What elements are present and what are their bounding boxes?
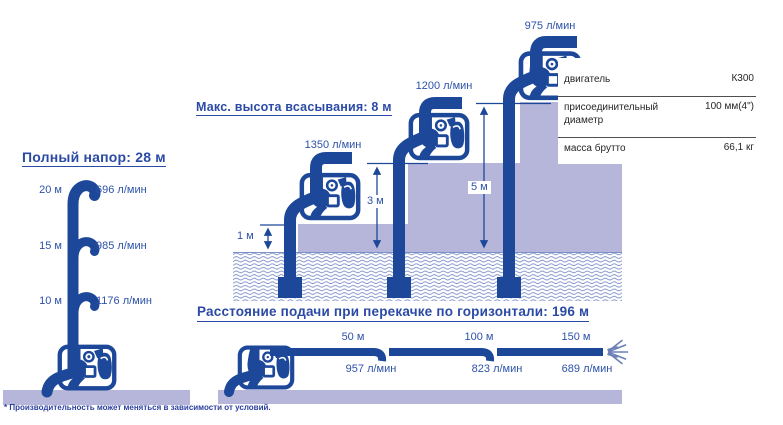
flow-150m: 689 л/мин	[561, 363, 613, 375]
head-15m-flow: 985 л/мин	[96, 240, 147, 252]
suction-title: Макс. высота всасывания: 8 м	[196, 100, 392, 117]
ground-bar-bottom	[218, 390, 622, 404]
outlet-pipe-1	[310, 152, 352, 194]
flow-50m: 957 л/мин	[345, 363, 397, 375]
strainer-foot-3	[497, 277, 521, 298]
head-pipe-main	[67, 180, 101, 374]
outlet-pipe-2	[419, 97, 462, 134]
head-15m-label: 15 м	[39, 240, 62, 252]
horizontal-title: Расстояние подачи при перекачке по гориз…	[197, 304, 590, 322]
distance-100m: 100 м	[464, 331, 494, 343]
depth-5m-label: 5 м	[468, 181, 491, 194]
spec-weight-value: 66,1 кг	[723, 141, 754, 153]
head-branch-15m	[69, 237, 100, 263]
intake-pipe-1	[284, 190, 324, 287]
head-10m-flow: 1176 л/мин	[96, 295, 152, 307]
distance-150m: 150 м	[561, 331, 591, 343]
bottom-pump-hose	[224, 369, 261, 397]
pump2-flow: 1200 л/мин	[415, 80, 473, 92]
intake-pipe-3	[503, 69, 544, 287]
spec-row-weight: масса брутто 66,1 кг	[558, 136, 756, 165]
head-pipe	[41, 180, 114, 398]
head-10m-label: 10 м	[39, 295, 62, 307]
spec-diameter-label: присоединительный диаметр	[564, 101, 659, 127]
footnote: * Производительность может меняться в за…	[4, 403, 271, 412]
head-20m-label: 20 м	[39, 184, 62, 196]
depth-3m-label: 3 м	[364, 195, 387, 208]
flow-100m: 823 л/мин	[471, 363, 523, 375]
spec-engine-label: двигатель	[564, 74, 611, 85]
delivery-pipe-seg1	[270, 348, 387, 362]
strainer-foot-1	[278, 277, 302, 298]
horizontal-delivery	[224, 339, 629, 397]
spray-icon	[607, 339, 629, 365]
distance-50m: 50 м	[341, 331, 365, 343]
spec-weight-label: масса брутто	[564, 142, 626, 154]
full-head-title: Полный напор: 28 м	[22, 149, 166, 168]
spec-row-engine: двигатель К300	[558, 58, 756, 96]
spec-diameter-value: 100 мм(4")	[705, 100, 754, 112]
delivery-pipe-seg2	[389, 348, 495, 362]
spec-row-diameter: присоединительный диаметр 100 мм(4")	[558, 95, 756, 137]
pump1-flow: 1350 л/мин	[304, 139, 362, 151]
strainer-foot-2	[387, 277, 411, 298]
spec-table: двигатель К300 присоединительный диаметр…	[558, 58, 756, 164]
intake-pipe-2	[393, 130, 433, 287]
head-20m-flow: 696 л/мин	[96, 184, 147, 196]
left-pump-hose	[41, 366, 82, 398]
depth-1m-label: 1 м	[234, 230, 257, 243]
suction-pumps	[278, 36, 579, 298]
spec-engine-value: К300	[731, 73, 754, 84]
pump3-flow: 975 л/мин	[524, 20, 576, 32]
head-branch-10m	[69, 292, 100, 318]
outlet-pipe-3	[530, 36, 577, 73]
